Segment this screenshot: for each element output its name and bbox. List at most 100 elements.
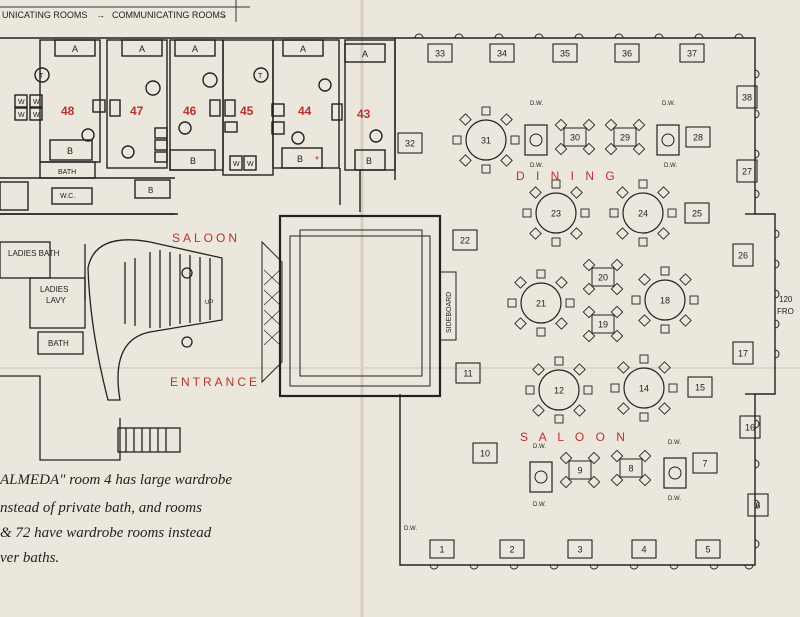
- table-number: 5: [705, 545, 710, 555]
- chair: [551, 179, 561, 189]
- chair: [573, 404, 586, 417]
- chair: [570, 227, 583, 240]
- table-number: 28: [693, 133, 703, 143]
- cabin-number: 47: [130, 104, 144, 118]
- communicating-rooms-label: UNICATING ROOMS: [2, 10, 87, 20]
- svg-text:BATH: BATH: [58, 169, 76, 176]
- chair: [554, 414, 564, 424]
- chair: [638, 273, 651, 286]
- svg-text:LAVY: LAVY: [46, 296, 67, 305]
- wall-table: 3: [567, 539, 593, 559]
- wall-table: 35: [552, 43, 578, 63]
- cabin-number: 45: [240, 104, 254, 118]
- wall-table: 17: [732, 341, 754, 365]
- square-table: 30: [554, 118, 596, 156]
- communicating-rooms-label: COMMUNICATING ROOMS: [112, 10, 226, 20]
- chair: [573, 363, 586, 376]
- chair: [609, 208, 619, 218]
- chair: [639, 412, 649, 422]
- chair: [481, 106, 491, 116]
- chair: [658, 402, 671, 415]
- chair: [638, 314, 651, 327]
- table-number: 24: [638, 209, 648, 219]
- cabin-number: 46: [183, 104, 197, 118]
- table-number: 30: [570, 133, 580, 143]
- chair: [660, 324, 670, 334]
- svg-text:W: W: [33, 99, 40, 106]
- svg-text:T: T: [258, 73, 263, 80]
- lavatory-block: [0, 239, 223, 461]
- chair: [660, 266, 670, 276]
- dumbwaiter: [529, 461, 553, 493]
- decorative-screen: [261, 240, 283, 384]
- table-number: 6: [755, 501, 760, 511]
- chair: [580, 208, 590, 218]
- chair: [500, 154, 513, 167]
- table-number: 26: [738, 251, 748, 261]
- round-table: 23: [522, 179, 590, 247]
- wall-table: 36: [614, 43, 640, 63]
- header: UNICATING ROOMS → COMMUNICATING ROOMS →: [0, 0, 250, 22]
- table-number: 8: [628, 464, 633, 474]
- wall-table: 22: [452, 229, 478, 251]
- wall-table: 2: [499, 539, 525, 559]
- table-number: 7: [702, 459, 707, 469]
- table-number: 14: [639, 384, 649, 394]
- table-number: 33: [435, 49, 445, 59]
- chair: [459, 113, 472, 126]
- cabins-block: [0, 37, 396, 215]
- wall-table: 15: [687, 376, 713, 398]
- bath-room: [37, 331, 84, 355]
- edge-note: FRO: [777, 307, 794, 316]
- svg-text:A: A: [139, 44, 145, 54]
- wall-table: 6: [747, 493, 769, 517]
- chair: [583, 385, 593, 395]
- chair: [459, 154, 472, 167]
- chair: [679, 314, 692, 327]
- svg-text:B: B: [190, 156, 196, 166]
- svg-text:LADIES: LADIES: [40, 285, 68, 294]
- chair: [555, 276, 568, 289]
- chair: [638, 237, 648, 247]
- wall-table: 11: [455, 362, 481, 384]
- dumbwaiter-label: D.W.: [533, 444, 546, 450]
- round-table: 12: [525, 356, 593, 424]
- table-number: 2: [509, 545, 514, 555]
- table-number: 10: [480, 449, 490, 459]
- cabin-number: 48: [61, 104, 75, 118]
- table-number: 29: [620, 133, 630, 143]
- table-number: 32: [405, 139, 415, 149]
- round-table: 24: [609, 179, 677, 247]
- svg-text:W: W: [18, 99, 25, 106]
- chair: [617, 361, 630, 374]
- table-number: 36: [622, 49, 632, 59]
- chair: [639, 354, 649, 364]
- wall-table: 25: [684, 202, 710, 224]
- chair: [507, 298, 517, 308]
- table-number: 27: [742, 167, 752, 177]
- dumbwaiter-label: D.W.: [668, 496, 681, 502]
- round-table: 14: [610, 354, 678, 422]
- svg-text:B: B: [67, 146, 73, 156]
- chair: [658, 361, 671, 374]
- svg-text:A: A: [300, 44, 306, 54]
- chair: [514, 276, 527, 289]
- svg-text:T: T: [39, 73, 44, 80]
- dining-label: D I N I N G: [516, 169, 619, 183]
- sideboard-label: SIDEBOARD: [446, 292, 453, 333]
- svg-text:W: W: [33, 112, 40, 119]
- round-table: 21: [507, 269, 575, 337]
- svg-text:→: →: [96, 10, 105, 20]
- chair: [529, 186, 542, 199]
- footnote-line-1: ALMEDA" room 4 has large wardrobe: [0, 472, 232, 488]
- dumbwaiter-label: D.W.: [662, 101, 675, 107]
- chair: [689, 295, 699, 305]
- square-table: 29: [604, 118, 646, 156]
- chair: [610, 383, 620, 393]
- chair: [514, 317, 527, 330]
- table-number: 35: [560, 49, 570, 59]
- saloon-label: SALOON: [172, 231, 240, 245]
- chair: [657, 186, 670, 199]
- svg-text:B: B: [148, 186, 153, 195]
- dumbwaiter-label: D.W.: [668, 440, 681, 446]
